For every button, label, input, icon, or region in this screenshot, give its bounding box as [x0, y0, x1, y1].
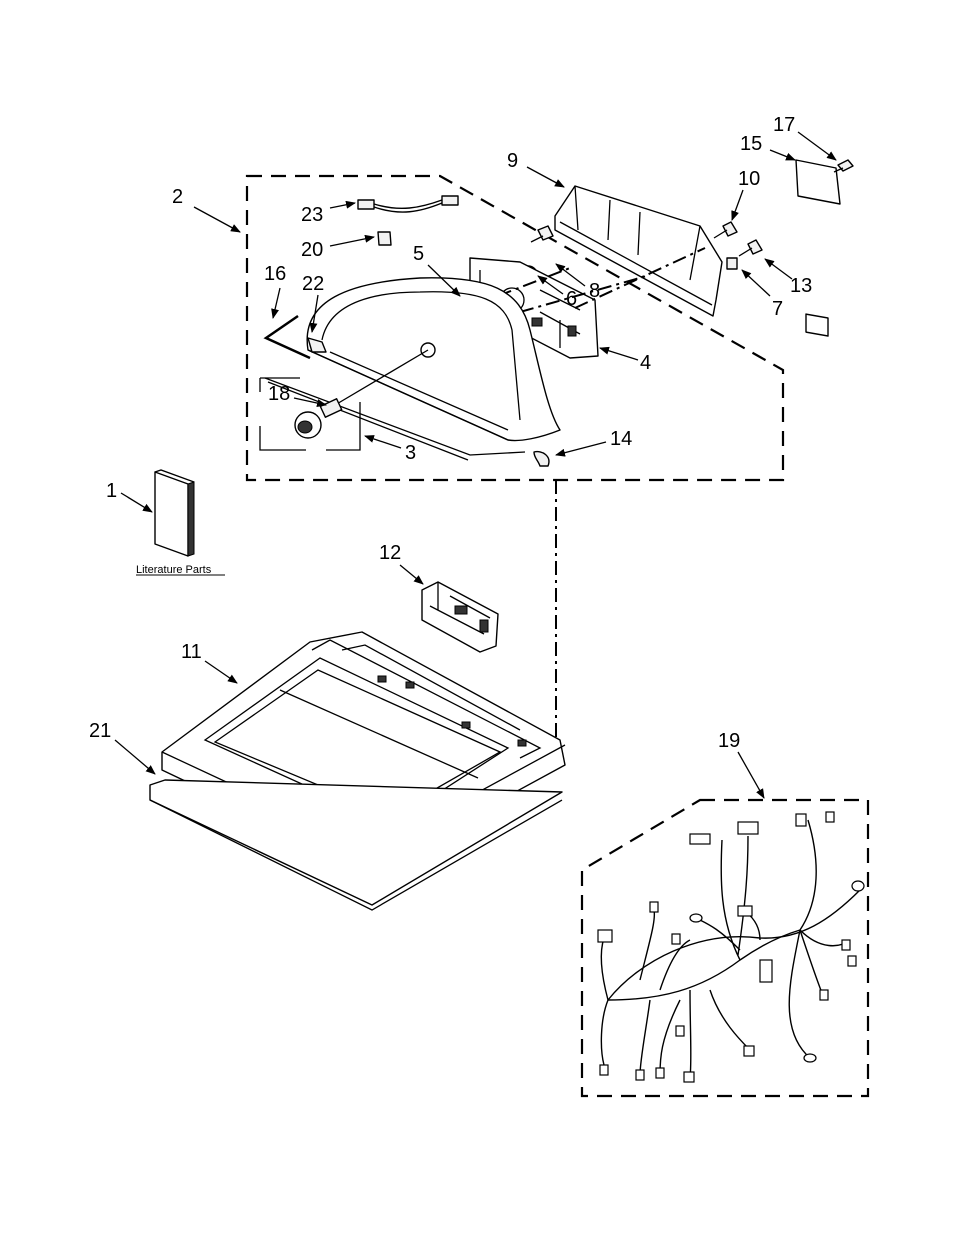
knob-18 [295, 399, 342, 438]
callout-22: 22 [302, 273, 324, 295]
wire-harness-23 [358, 196, 458, 212]
harness-boundary [582, 800, 868, 1096]
clip-14 [534, 452, 549, 466]
callout-18: 18 [268, 383, 290, 405]
trim-rod-16 [266, 316, 310, 358]
callout-19: 19 [718, 730, 740, 752]
top-pad-21 [150, 780, 562, 910]
literature-parts-label: Literature Parts [136, 564, 212, 576]
screw-17 [834, 160, 853, 172]
callout-6: 6 [566, 288, 577, 310]
callout-12: 12 [379, 542, 401, 564]
callout-4: 4 [640, 352, 651, 374]
callout-21: 21 [89, 720, 111, 742]
callout-20: 20 [301, 239, 323, 261]
callout-17: 17 [773, 114, 795, 136]
callout-1: 1 [106, 480, 117, 502]
clip-20 [378, 232, 391, 245]
callout-5: 5 [413, 243, 424, 265]
main-wire-harness-19 [598, 812, 864, 1082]
callout-labels: 1 2 3 4 5 6 7 8 9 10 11 12 13 14 15 16 1… [89, 114, 812, 752]
callout-11: 11 [181, 641, 202, 663]
callout-23: 23 [301, 204, 323, 226]
clip-7 [727, 258, 737, 269]
control-board-12 [422, 582, 498, 652]
screw-13 [739, 240, 762, 256]
callout-3: 3 [405, 442, 416, 464]
display-bezel [796, 160, 840, 336]
callout-10: 10 [738, 168, 760, 190]
literature-booklet [155, 470, 194, 556]
callout-14: 14 [610, 428, 632, 450]
callout-16: 16 [264, 263, 286, 285]
callout-13: 13 [790, 275, 812, 297]
callout-9: 9 [507, 150, 518, 172]
callout-7: 7 [772, 298, 783, 320]
callout-15: 15 [740, 133, 762, 155]
screw-10 [714, 222, 737, 238]
callout-2: 2 [172, 186, 183, 208]
callout-8: 8 [589, 280, 600, 302]
